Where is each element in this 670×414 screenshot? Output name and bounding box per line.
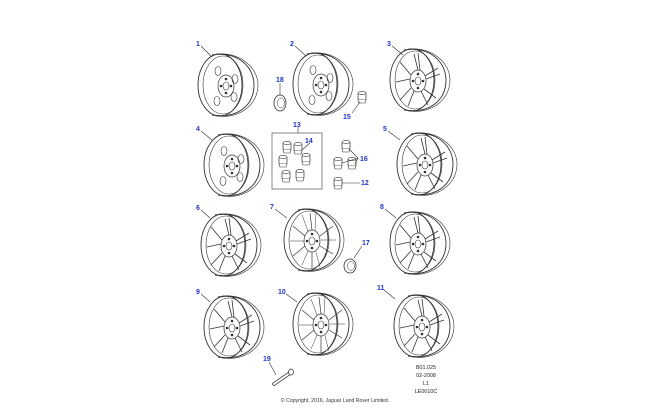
wheel-11 xyxy=(394,295,454,358)
callout-17: 17 xyxy=(362,240,370,247)
callout-18: 18 xyxy=(276,77,284,84)
callout-5: 5 xyxy=(383,126,387,133)
wheel-8 xyxy=(390,212,450,275)
wheel-10 xyxy=(293,293,353,356)
diagram-date: 02-2008 xyxy=(416,373,436,379)
wheel-nuts-16 xyxy=(333,140,357,170)
callout-11: 11 xyxy=(377,285,385,292)
callout-2: 2 xyxy=(290,41,294,48)
callout-16: 16 xyxy=(360,156,368,163)
wheel-9 xyxy=(204,296,264,359)
callout-13: 13 xyxy=(293,122,301,129)
callout-3: 3 xyxy=(387,41,391,48)
callout-9: 9 xyxy=(196,289,200,296)
info-block: B01.025 02-2008 L1 LE0010C xyxy=(408,364,444,396)
callout-4: 4 xyxy=(196,126,200,133)
wheel-7 xyxy=(284,209,344,272)
center-cap-17 xyxy=(343,258,357,274)
diagram-level: L1 xyxy=(423,381,429,387)
wheel-3 xyxy=(390,49,450,112)
valve-19 xyxy=(272,368,294,386)
diagram-code: LE0010C xyxy=(414,389,438,395)
locking-nut-12 xyxy=(333,177,343,190)
nut-kit-box xyxy=(271,132,323,190)
wheel-6 xyxy=(201,214,261,277)
callouts: 1 2 3 4 5 6 7 8 9 10 11 12 13 14 15 16 1… xyxy=(196,41,391,363)
nut-set xyxy=(278,141,311,183)
leader-lines xyxy=(200,45,404,376)
callout-8: 8 xyxy=(380,204,384,211)
wheel-2 xyxy=(293,53,353,116)
callout-14: 14 xyxy=(305,138,313,145)
callout-7: 7 xyxy=(270,204,274,211)
center-cap-18 xyxy=(273,94,287,112)
diagram-ref: B01.025 xyxy=(415,365,437,371)
callout-15: 15 xyxy=(343,114,351,121)
callout-12: 12 xyxy=(361,180,369,187)
wheel-1 xyxy=(198,54,258,117)
callout-6: 6 xyxy=(196,205,200,212)
callout-10: 10 xyxy=(278,289,286,296)
wheel-4 xyxy=(204,134,264,197)
wheel-5 xyxy=(397,133,457,196)
callout-1: 1 xyxy=(196,41,200,48)
wheel-nut-15 xyxy=(357,91,367,104)
callout-19: 19 xyxy=(263,356,271,363)
copyright-text: © Copyright, 2016, Jaguar Land Rover Lim… xyxy=(280,398,390,404)
